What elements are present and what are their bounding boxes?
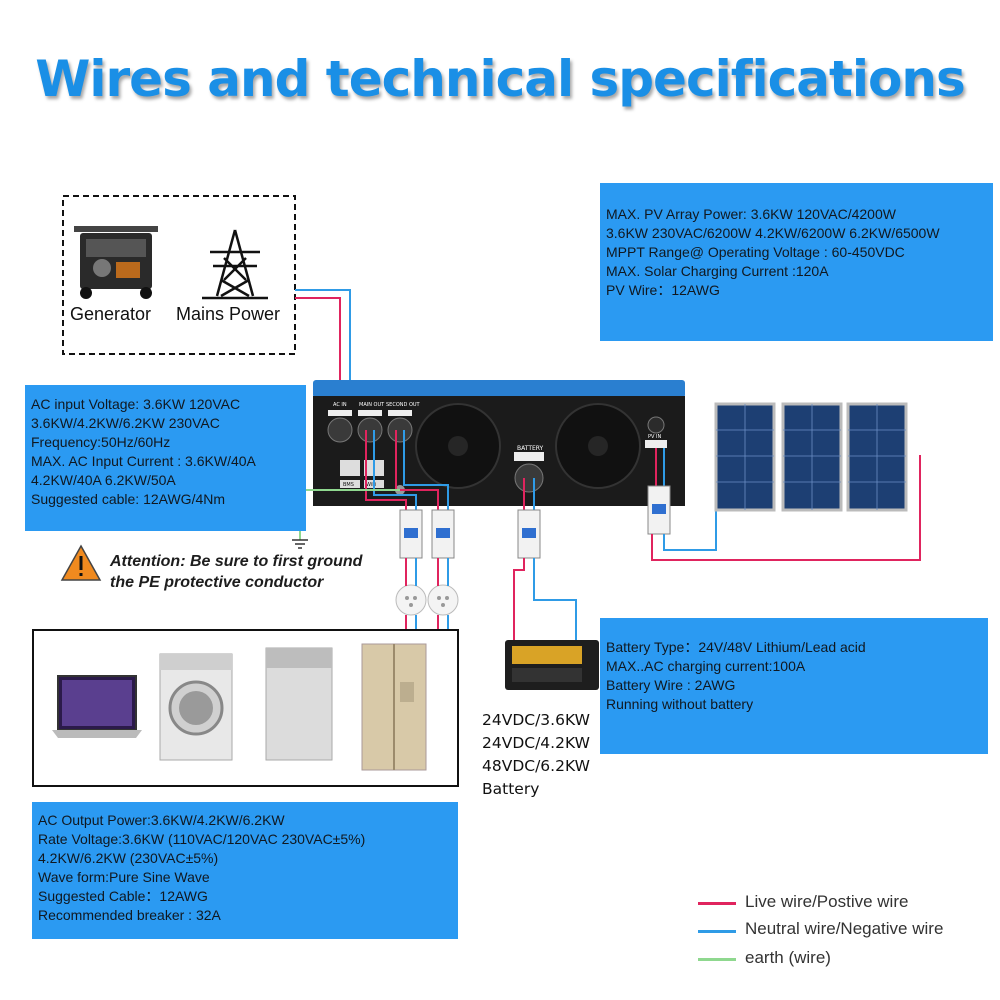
inverter-drawing (313, 380, 685, 506)
ground-symbol-icon (292, 539, 308, 549)
page-title: Wires and technical specifications (35, 50, 966, 108)
ac-input-spec-line: 4.2KW/40A 6.2KW/50A (31, 472, 176, 488)
legend-live-swatch (698, 902, 736, 905)
source-box (62, 195, 296, 355)
washing-machine-icon (159, 653, 233, 761)
pv-in-label: PV IN (648, 434, 661, 440)
output-sockets (395, 584, 459, 616)
pv-spec-box: MAX. PV Array Power: 3.6KW 120VAC/4200W … (600, 183, 993, 341)
battery-port-label: BATTERY (517, 445, 544, 452)
ac-in-label: AC IN (333, 402, 347, 408)
pv-spec-line: MPPT Range@ Operating Voltage : 60-450VD… (606, 244, 905, 260)
top-loader-washer-icon (265, 647, 333, 761)
pv-spec-line: 3.6KW 230VAC/6200W 4.2KW/6200W 6.2KW/650… (606, 225, 940, 241)
legend-earth-label: earth (wire) (745, 948, 831, 967)
battery-option: 24VDC/4.2KW (482, 734, 590, 752)
mains-power-label: Mains Power (176, 304, 281, 324)
battery-options: 24VDC/3.6KW 24VDC/4.2KW 48VDC/6.2KW Batt… (482, 709, 590, 801)
ac-output-spec-line: AC Output Power:3.6KW/4.2KW/6.2KW (38, 812, 285, 828)
ac-input-spec-box: AC input Voltage: 3.6KW 120VAC 3.6KW/4.2… (25, 385, 306, 531)
generator-icon (74, 226, 158, 299)
second-out-label: SECOND OUT (386, 402, 421, 408)
attention-line: Attention: Be sure to first ground (110, 553, 363, 570)
legend-neutral-label: Neutral wire/Negative wire (745, 919, 944, 938)
ac-input-spec-line: Frequency:50Hz/60Hz (31, 434, 171, 450)
ac-input-spec-line: AC input Voltage: 3.6KW 120VAC (31, 396, 241, 412)
attention-note: Attention: Be sure to first ground the P… (110, 551, 362, 593)
ac-output-spec-line: Suggested Cable：12AWG (38, 888, 208, 904)
ac-output-spec-line: Wave form:Pure Sine Wave (38, 869, 210, 885)
bms-label: BMS (343, 482, 354, 488)
laptop-icon (52, 675, 142, 738)
output-breakers (399, 509, 455, 559)
ac-input-spec-line: MAX. AC Input Current : 3.6KW/40A (31, 453, 256, 469)
legend-neutral-swatch (698, 930, 736, 933)
legend-live-label: Live wire/Postive wire (745, 892, 909, 911)
solar-panels (714, 402, 908, 512)
mains-tower-icon (202, 229, 268, 300)
wifi-label: WiFi (366, 482, 376, 488)
ac-output-spec-box: AC Output Power:3.6KW/4.2KW/6.2KW Rate V… (32, 802, 458, 939)
battery-option: 48VDC/6.2KW (482, 757, 590, 775)
battery-spec-line: Battery Type：24V/48V Lithium/Lead acid (606, 639, 866, 655)
pv-breaker (647, 485, 671, 535)
pv-spec-line: MAX. Solar Charging Current :120A (606, 263, 829, 279)
ac-output-spec-line: 4.2KW/6.2KW (230VAC±5%) (38, 850, 219, 866)
battery-option: Battery (482, 780, 540, 798)
battery-spec-line: Running without battery (606, 696, 754, 712)
battery-spec-box: Battery Type：24V/48V Lithium/Lead acid M… (600, 618, 988, 754)
warning-icon (60, 544, 102, 581)
ac-input-spec-line: Suggested cable: 12AWG/4Nm (31, 491, 226, 507)
main-out-label: MAIN OUT (359, 402, 385, 408)
legend-earth-swatch (698, 958, 736, 961)
battery-breaker (517, 509, 541, 559)
ac-output-spec-line: Rate Voltage:3.6KW (110VAC/120VAC 230VAC… (38, 831, 366, 847)
ac-output-spec-line: Recommended breaker : 32A (38, 907, 221, 923)
battery-spec-line: Battery Wire : 2AWG (606, 677, 736, 693)
pv-spec-line: MAX. PV Array Power: 3.6KW 120VAC/4200W (606, 206, 896, 222)
attention-line: the PE protective conductor (110, 574, 324, 591)
pv-spec-line: PV Wire：12AWG (606, 282, 720, 298)
loads-box (32, 629, 459, 787)
refrigerator-icon (361, 643, 427, 771)
ac-input-spec-line: 3.6KW/4.2KW/6.2KW 230VAC (31, 415, 220, 431)
battery-spec-line: MAX..AC charging current:100A (606, 658, 806, 674)
battery-drawing (505, 640, 599, 690)
battery-option: 24VDC/3.6KW (482, 711, 590, 729)
generator-label: Generator (70, 304, 152, 324)
